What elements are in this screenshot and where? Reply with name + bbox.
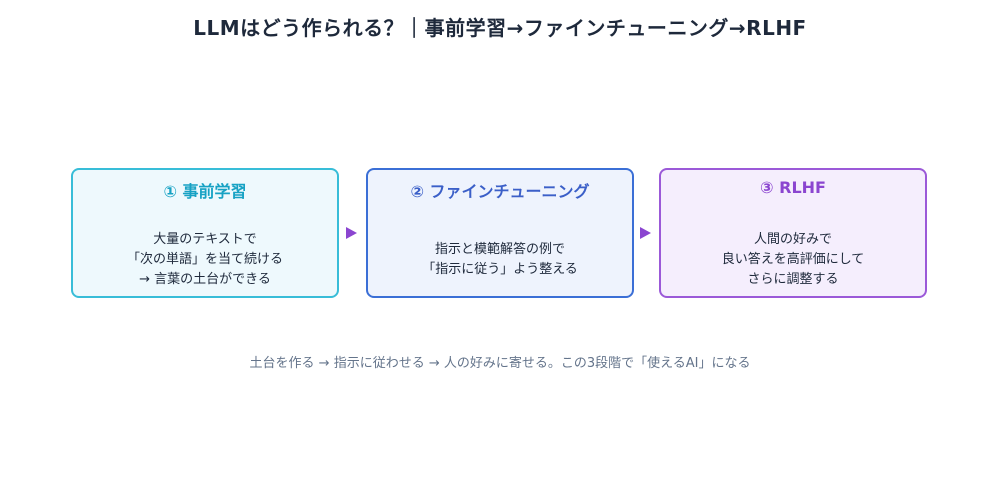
step-line: 指示と模範解答の例で	[434, 242, 565, 257]
flow-arrow-icon	[640, 227, 651, 239]
page-title: LLMはどう作られる？｜事前学習→ファインチューニング→RLHF	[193, 16, 807, 40]
step-heading: ① 事前学習	[163, 182, 247, 201]
step-line: さらに調整する	[747, 272, 839, 287]
step-box-rlhf: ③ RLHF 人間の好みで 良い答えを高評価にして さらに調整する	[659, 168, 927, 298]
step-line: 良い答えを高評価にして	[721, 252, 865, 267]
step-box-finetuning: ② ファインチューニング 指示と模範解答の例で 「指示に従う」よう整える	[366, 168, 634, 298]
flow-arrow-icon	[346, 227, 357, 239]
step-line: 「次の単語」を当て続ける	[126, 252, 283, 267]
step-description: 人間の好みで 良い答えを高評価にして さらに調整する	[661, 230, 925, 290]
step-heading: ③ RLHF	[760, 178, 826, 197]
step-line: 「指示に従う」よう整える	[422, 262, 578, 277]
step-line: 人間の好みで	[753, 232, 832, 247]
step-heading: ② ファインチューニング	[410, 182, 590, 201]
summary-caption: 土台を作る → 指示に従わせる → 人の好みに寄せる。この3段階で「使えるAI」…	[249, 356, 751, 371]
step-description: 指示と模範解答の例で 「指示に従う」よう整える	[368, 240, 632, 280]
step-box-pretraining: ① 事前学習 大量のテキストで 「次の単語」を当て続ける → 言葉の土台ができる	[71, 168, 339, 298]
step-line: → 言葉の土台ができる	[139, 272, 271, 287]
step-line: 大量のテキストで	[153, 232, 257, 247]
step-description: 大量のテキストで 「次の単語」を当て続ける → 言葉の土台ができる	[73, 230, 337, 290]
